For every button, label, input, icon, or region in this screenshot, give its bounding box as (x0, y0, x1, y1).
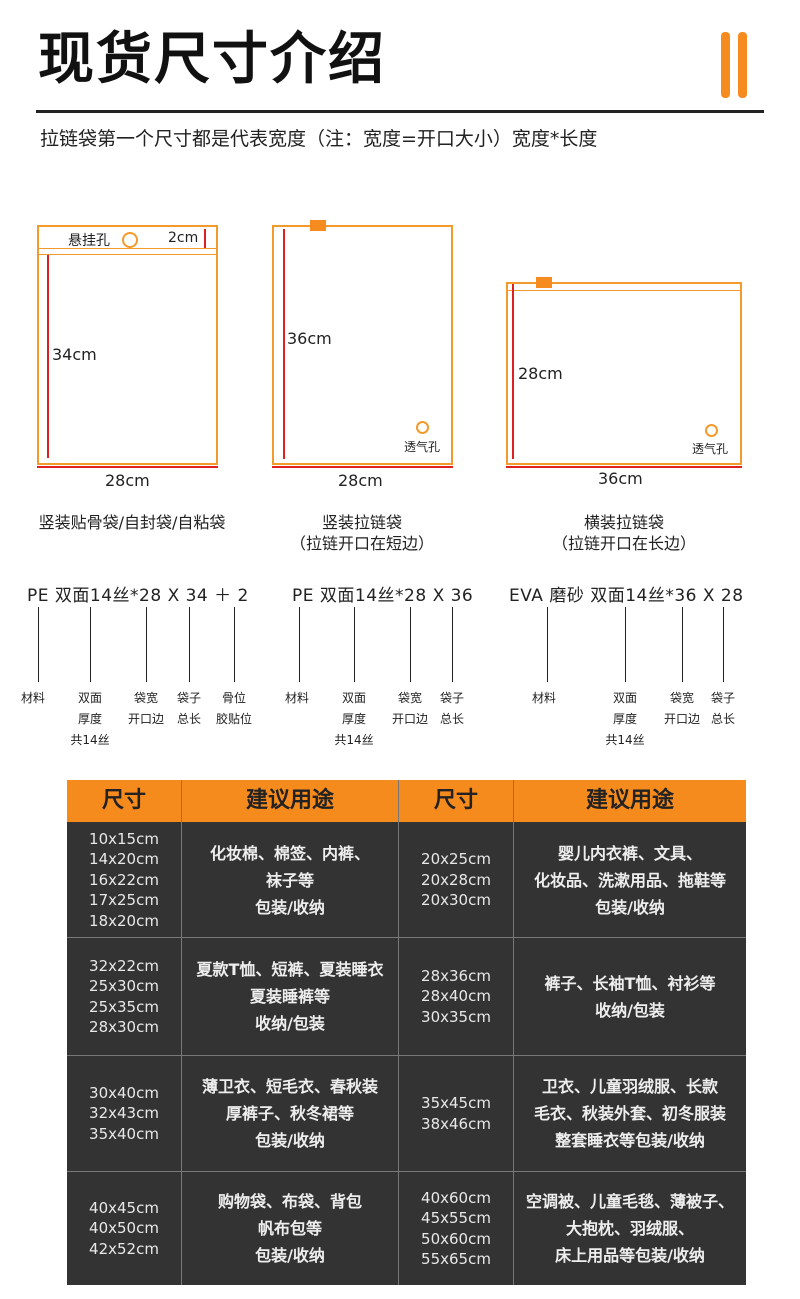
bag-2-zipper-tab (310, 220, 326, 231)
bag-diagram-1 (37, 225, 218, 465)
spec-text-1: PE 双面14丝*28 X 34 ＋ 2 (27, 586, 249, 606)
hanging-hole-icon (122, 232, 138, 248)
spec-1-label-width: 袋宽开口边 (127, 691, 164, 726)
spec-1-pointer-material (38, 607, 39, 682)
spec-1-pointer-thickness (90, 607, 91, 682)
bag-1-strip-line-top (39, 248, 216, 249)
table-row-1-usage-right: 婴儿内衣裤、文具、化妆品、洗漱用品、拖鞋等包装/收纳 (533, 843, 726, 917)
bag-1-height-label: 34cm (52, 345, 97, 364)
spec-text-3: EVA 磨砂 双面14丝*36 X 28 (509, 586, 744, 606)
page-title: 现货尺寸介绍 (38, 27, 386, 92)
spec-1-label-strip: 骨位胶贴位 (215, 691, 252, 726)
accent-bar-left (721, 32, 730, 98)
bag-3-height-label: 28cm (518, 364, 563, 383)
table-row-2-usage-left: 夏款T恤、短裤、夏装睡衣夏装睡裤等收纳/包装 (196, 960, 384, 1033)
bag-1-height-line (47, 255, 49, 458)
bag-1-caption: 竖装贴骨袋/自封袋/自粘袋 (38, 513, 226, 532)
spec-1-label-thickness: 双面厚度共14丝 (70, 691, 110, 747)
table-column-divider (398, 780, 399, 1285)
bag-1-width-line (37, 466, 218, 468)
spec-3-pointer-material (547, 607, 548, 682)
bag-1-width-label: 28cm (105, 471, 150, 490)
table-row-3-usage-left: 薄卫衣、短毛衣、春秋装厚裤子、秋冬裙等包装/收纳 (201, 1077, 378, 1150)
spec-3-pointer-thickness (625, 607, 626, 682)
accent-bar-right (738, 32, 747, 98)
bag-1-strip-line-bottom (39, 254, 216, 255)
spec-2-label-thickness: 双面厚度共14丝 (334, 691, 374, 747)
table-column-divider (181, 780, 182, 1285)
table-row-divider (67, 1055, 746, 1056)
spec-2-pointer-width (410, 607, 411, 682)
spec-1-label-material: 材料 (20, 691, 45, 705)
bag-diagram-2 (272, 225, 453, 465)
bag-2-width-line (272, 466, 453, 468)
table-header-usage-right: 建议用途 (585, 788, 674, 813)
spec-3-label-width: 袋宽开口边 (663, 691, 700, 726)
bag-2-caption-line-2: （拉链开口在短边） (289, 534, 434, 553)
table-row-2-usage-right: 裤子、长袖T恤、衬衫等收纳/包装 (544, 973, 716, 1020)
bag-2-vent-hole-icon (416, 421, 429, 434)
table-row-4-usage-right: 空调被、儿童毛毯、薄被子、大抱枕、羽绒服、床上用品等包装/收纳 (525, 1192, 734, 1265)
bag-2-vent-label: 透气孔 (404, 440, 441, 454)
spec-2-pointer-length (452, 607, 453, 682)
bag-3-width-line (506, 466, 742, 468)
table-row-divider (67, 1171, 746, 1172)
bag-2-height-label: 36cm (287, 329, 332, 348)
table-row-4-usage-left: 购物袋、布袋、背包帆布包等包装/收纳 (217, 1192, 362, 1265)
spec-1-pointer-strip (234, 607, 235, 682)
bag-2-caption-line-1: 竖装拉链袋 (321, 513, 402, 532)
bag-3-zipper-tab (536, 277, 552, 288)
strip-red-marker (204, 229, 206, 248)
spec-1-pointer-length (189, 607, 190, 682)
table-header-row: 尺寸 建议用途 尺寸 建议用途 (67, 780, 746, 822)
table-row-1-usage-left: 化妆棉、棉签、内裤、袜子等包装/收纳 (209, 843, 370, 917)
spec-3-label-material: 材料 (531, 691, 556, 705)
spec-3-label-thickness: 双面厚度共14丝 (605, 691, 645, 747)
table-row-3-usage-right: 卫衣、儿童羽绒服、长款毛衣、秋装外套、初冬服装整套睡衣等包装/收纳 (533, 1077, 726, 1150)
bag-3-vent-label: 透气孔 (692, 442, 729, 456)
bag-3-height-line (512, 284, 514, 459)
bag-2-height-line (283, 229, 285, 459)
spec-2-pointer-material (299, 607, 300, 682)
bag-3-zipper-line (508, 290, 740, 291)
bag-3-caption-line-1: 横装拉链袋 (583, 513, 664, 532)
bag-3-vent-hole-icon (705, 424, 718, 437)
spec-3-pointer-length (723, 607, 724, 682)
spec-3-pointer-width (682, 607, 683, 682)
spec-1-pointer-width (146, 607, 147, 682)
table-header-usage-left: 建议用途 (245, 788, 334, 813)
bag-diagram-3 (506, 282, 742, 465)
spec-2-label-length: 袋子总长 (439, 691, 464, 726)
title-divider (36, 110, 764, 113)
table-header-size-left: 尺寸 (101, 788, 146, 813)
spec-text-2: PE 双面14丝*28 X 36 (292, 586, 474, 606)
spec-3-label-length: 袋子总长 (710, 691, 735, 726)
spec-2-label-width: 袋宽开口边 (391, 691, 428, 726)
hanging-hole-label: 悬挂孔 (68, 233, 110, 249)
bag-3-caption-line-2: （拉链开口在长边） (551, 534, 696, 553)
table-header-size-right: 尺寸 (433, 788, 478, 813)
table-row-divider (67, 937, 746, 938)
spec-1-label-length: 袋子总长 (176, 691, 201, 726)
strip-width-label: 2cm (168, 230, 199, 246)
spec-2-pointer-thickness (354, 607, 355, 682)
bag-3-width-label: 36cm (598, 469, 643, 488)
table-column-divider (513, 780, 514, 1285)
page-subtitle: 拉链袋第一个尺寸都是代表宽度（注：宽度=开口大小）宽度*长度 (40, 128, 598, 150)
bag-2-width-label: 28cm (338, 471, 383, 490)
spec-2-label-material: 材料 (284, 691, 309, 705)
